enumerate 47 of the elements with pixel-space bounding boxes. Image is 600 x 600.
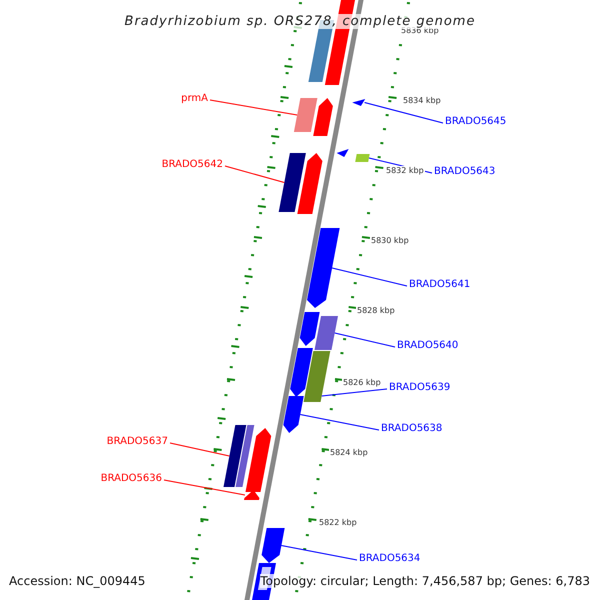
gene-feature — [336, 149, 349, 157]
gene-feature — [283, 396, 304, 433]
gene-label: BRADO5640 — [397, 340, 458, 352]
gene-feature — [355, 154, 370, 162]
gene-feature — [262, 528, 285, 563]
gene-label: BRADO5641 — [409, 279, 470, 291]
gene-feature — [304, 351, 330, 402]
gene-feature — [236, 425, 254, 487]
gene-feature — [294, 98, 318, 132]
scale-label: 5826 kbp — [342, 378, 382, 388]
leader-line — [164, 480, 246, 496]
gene-label: BRADO5639 — [389, 382, 450, 394]
leader-line — [332, 268, 408, 286]
diagram-title: Bradyrhizobium sp. ORS278, complete genome — [124, 14, 476, 29]
gene-label: BRADO5645 — [445, 116, 506, 128]
leader-line — [321, 388, 388, 396]
scale-label: 5824 kbp — [329, 448, 369, 458]
scale-label: 5832 kbp — [385, 166, 425, 176]
gene-feature — [352, 99, 366, 106]
gene-feature — [300, 312, 320, 346]
genome-info-text: Topology: circular; Length: 7,456,587 bp; Genes: 6,783 — [260, 574, 590, 588]
gene-feature — [307, 228, 340, 308]
scale-label: 5834 kbp — [402, 96, 442, 106]
gene-label: BRADO5636 — [100, 473, 162, 485]
leader-line — [300, 414, 380, 430]
scale-label: 5828 kbp — [356, 306, 396, 316]
gene-feature — [313, 98, 333, 136]
scale-label: 5822 kbp — [318, 518, 358, 528]
gene-label: BRADO5637 — [106, 436, 168, 448]
scale-label: 5830 kbp — [370, 236, 410, 246]
leader-line — [170, 442, 230, 456]
accession-text: Accession: NC_009445 — [9, 574, 146, 588]
leader-line — [224, 166, 285, 183]
leader-line — [364, 102, 444, 124]
gene-label: BRADO5634 — [359, 553, 420, 565]
gene-feature — [224, 425, 246, 487]
gene-feature — [244, 490, 260, 500]
gene-feature — [297, 153, 322, 214]
gene-feature — [290, 348, 313, 397]
leader-line — [210, 100, 298, 116]
leader-line — [280, 545, 358, 560]
gene-label: prmA — [181, 93, 208, 105]
gene-feature — [314, 316, 338, 350]
gene-label: BRADO5638 — [381, 423, 442, 435]
gene-label: BRADO5643 — [434, 166, 496, 178]
gene-feature — [278, 153, 306, 212]
gene-label: BRADO5642 — [162, 159, 223, 171]
